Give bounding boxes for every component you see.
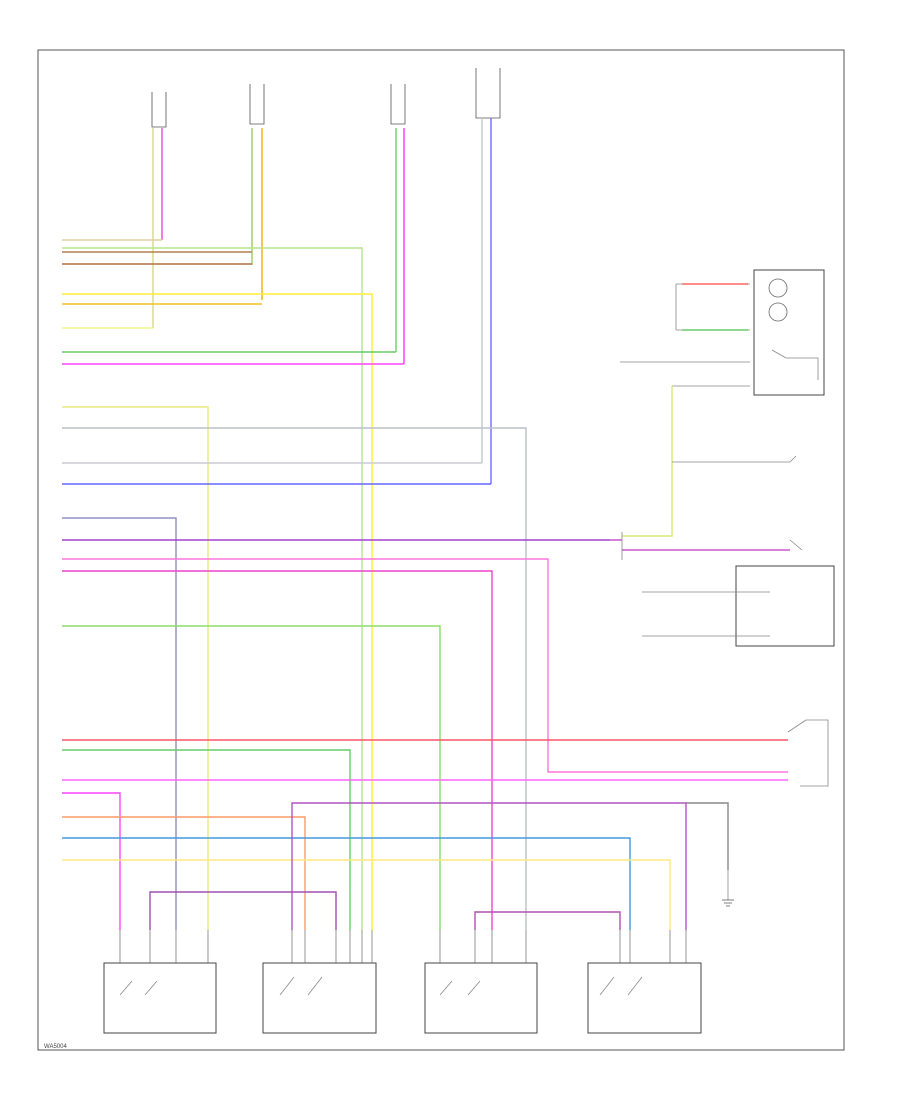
- diagram-code: WA5004: [44, 1044, 67, 1050]
- top-vertical-wires: [152, 118, 492, 484]
- trunk-handle-switch: [620, 269, 825, 537]
- bottom-bus: [149, 802, 729, 930]
- module-pins: [119, 930, 687, 963]
- diagram-border: [37, 49, 845, 1051]
- module-1: [103, 962, 217, 1034]
- left-harness-wires: [62, 239, 788, 930]
- module-4: [587, 962, 702, 1034]
- trunk-release-switch: [610, 455, 835, 647]
- door-lock-switch: [787, 719, 829, 787]
- module-3: [424, 962, 538, 1034]
- ground-symbol: [722, 870, 734, 907]
- module-2: [262, 962, 377, 1034]
- top-connectors: [151, 68, 501, 128]
- bottom-modules: [103, 962, 702, 1034]
